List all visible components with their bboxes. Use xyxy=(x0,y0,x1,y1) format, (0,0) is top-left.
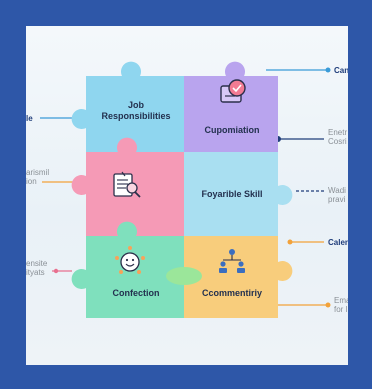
side-label-calen: Calen xyxy=(328,238,348,247)
label-job-responsibilities: Job Responsibilities xyxy=(101,100,171,121)
document-magnifier-icon xyxy=(113,171,141,198)
side-label-le: le xyxy=(26,114,33,123)
connector-dot-left-ensite xyxy=(53,268,59,274)
puzzle-piece-job[interactable] xyxy=(71,61,199,153)
connector-dot-right-can xyxy=(325,67,331,73)
side-label-can: Can xyxy=(334,66,348,75)
side-label-wadi: Wadi pravi xyxy=(328,186,346,204)
link-connector-icon xyxy=(166,267,202,285)
label-foyarible-skill: Foyarible Skill xyxy=(201,189,263,199)
puzzle-diagram xyxy=(40,61,331,318)
label-confection: Confection xyxy=(112,288,160,298)
team-network-icon xyxy=(219,249,245,273)
connector-dot-right-calen xyxy=(287,239,293,245)
infographic-panel: Job Responsibilities Cupomiation Foyarib… xyxy=(26,26,348,365)
connector-dot-right-ema xyxy=(325,302,331,308)
chat-check-icon xyxy=(220,79,246,103)
side-label-arismil: arismil ion xyxy=(26,168,50,186)
side-label-ensite: ensite ityats xyxy=(26,259,48,277)
puzzle-piece-ccomment[interactable] xyxy=(184,236,293,318)
side-label-enetr: Enetr Cosri xyxy=(328,128,348,146)
label-ccommentiriy: Ccommentiriy xyxy=(201,288,263,298)
smiley-sun-icon xyxy=(115,246,145,274)
label-cupomiation: Cupomiation xyxy=(204,125,260,135)
puzzle-piece-cupomiation[interactable] xyxy=(184,61,278,167)
puzzle-piece-foyarible[interactable] xyxy=(184,152,293,236)
side-label-ema: Ema for l xyxy=(334,296,348,314)
